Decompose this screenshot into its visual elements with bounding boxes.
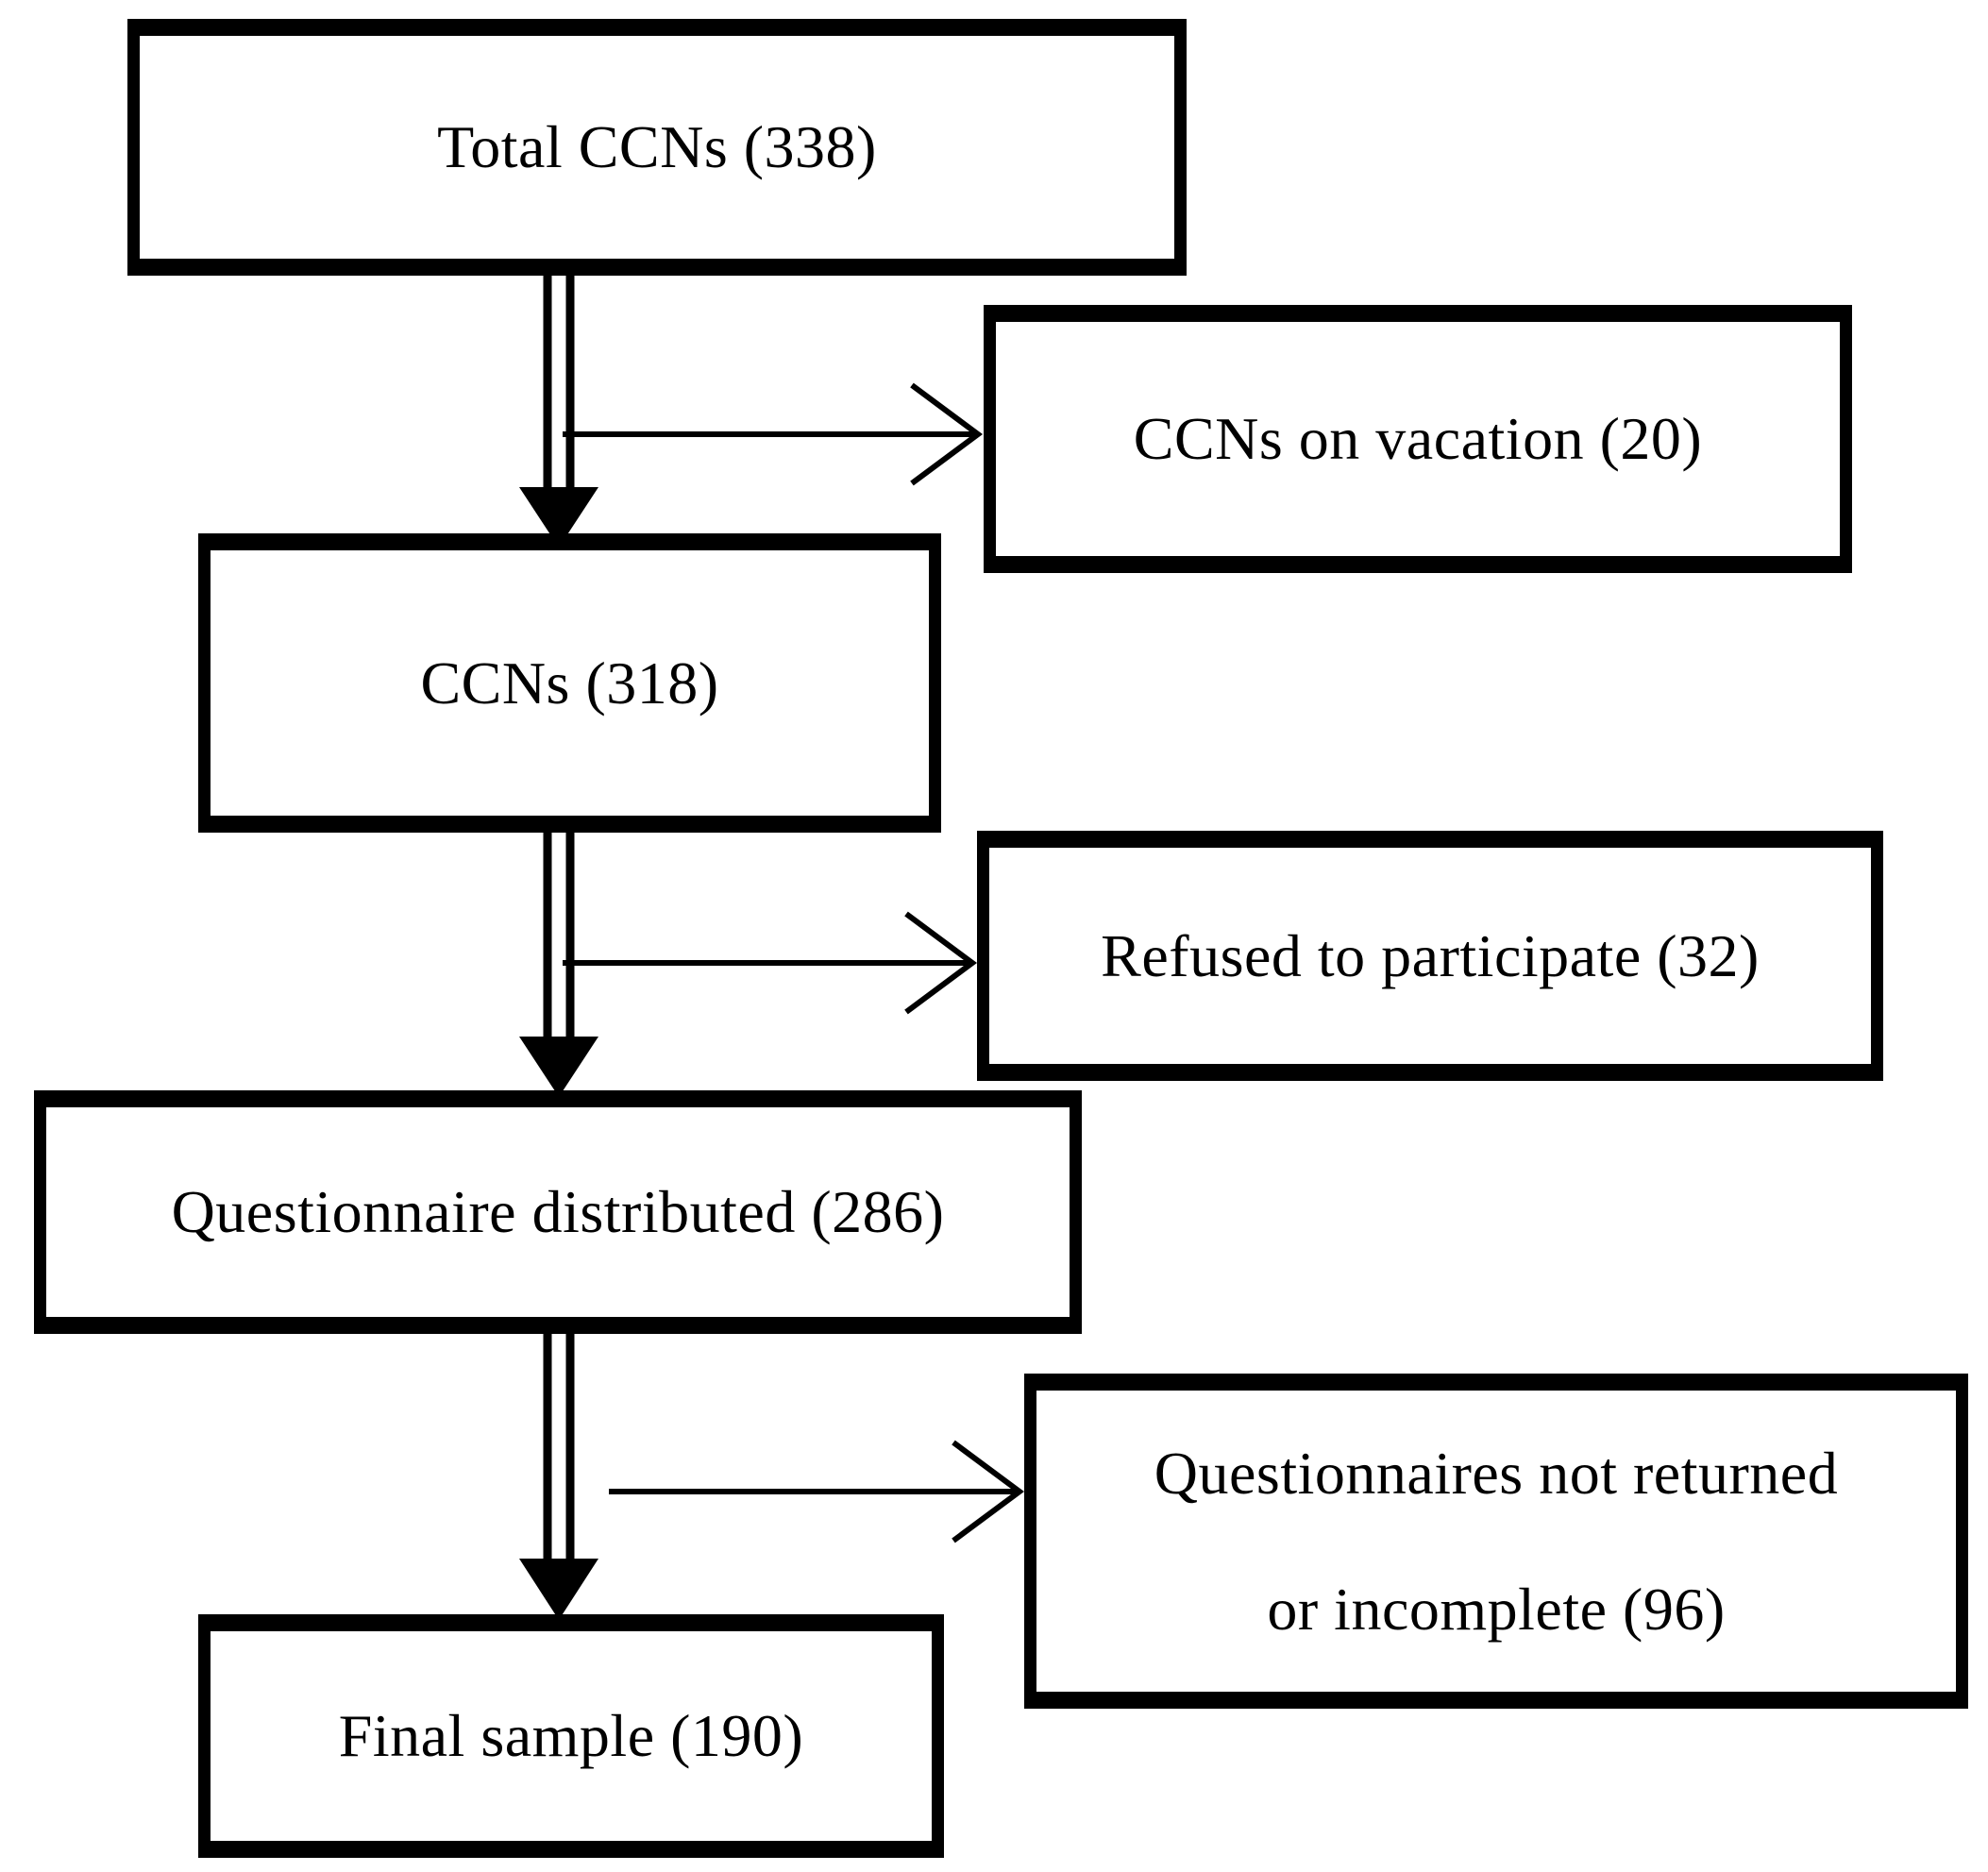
box-final-sample: Final sample (190) (198, 1614, 944, 1858)
box-questionnaire-distributed-label: Questionnaire distributed (286) (171, 1178, 945, 1246)
arrow-ccns-to-distributed (519, 833, 598, 1097)
arrow-branch-notreturned (609, 1440, 1025, 1543)
arrow-branch-vacation (563, 382, 984, 486)
box-ccns: CCNs (318) (198, 533, 941, 833)
box-total-ccns-label: Total CCNs (338) (437, 113, 877, 181)
box-questionnaire-distributed: Questionnaire distributed (286) (34, 1090, 1082, 1334)
box-questionnaires-not-returned-line2: or incomplete (96) (1267, 1575, 1726, 1643)
box-questionnaires-not-returned-line1: Questionnaires not returned (1154, 1439, 1839, 1507)
box-questionnaires-not-returned: Questionnaires not returned or incomplet… (1024, 1374, 1968, 1709)
arrow-distributed-to-final (519, 1334, 598, 1620)
box-ccns-label: CCNs (318) (420, 649, 719, 717)
box-total-ccns: Total CCNs (338) (127, 19, 1187, 276)
arrow-total-to-ccns (519, 276, 598, 548)
box-ccns-on-vacation-label: CCNs on vacation (20) (1133, 405, 1703, 473)
box-refused-to-participate: Refused to participate (32) (977, 831, 1883, 1081)
box-ccns-on-vacation: CCNs on vacation (20) (984, 305, 1852, 573)
box-final-sample-label: Final sample (190) (338, 1702, 804, 1770)
arrow-branch-refused (563, 911, 978, 1015)
box-refused-to-participate-label: Refused to participate (32) (1101, 921, 1760, 989)
